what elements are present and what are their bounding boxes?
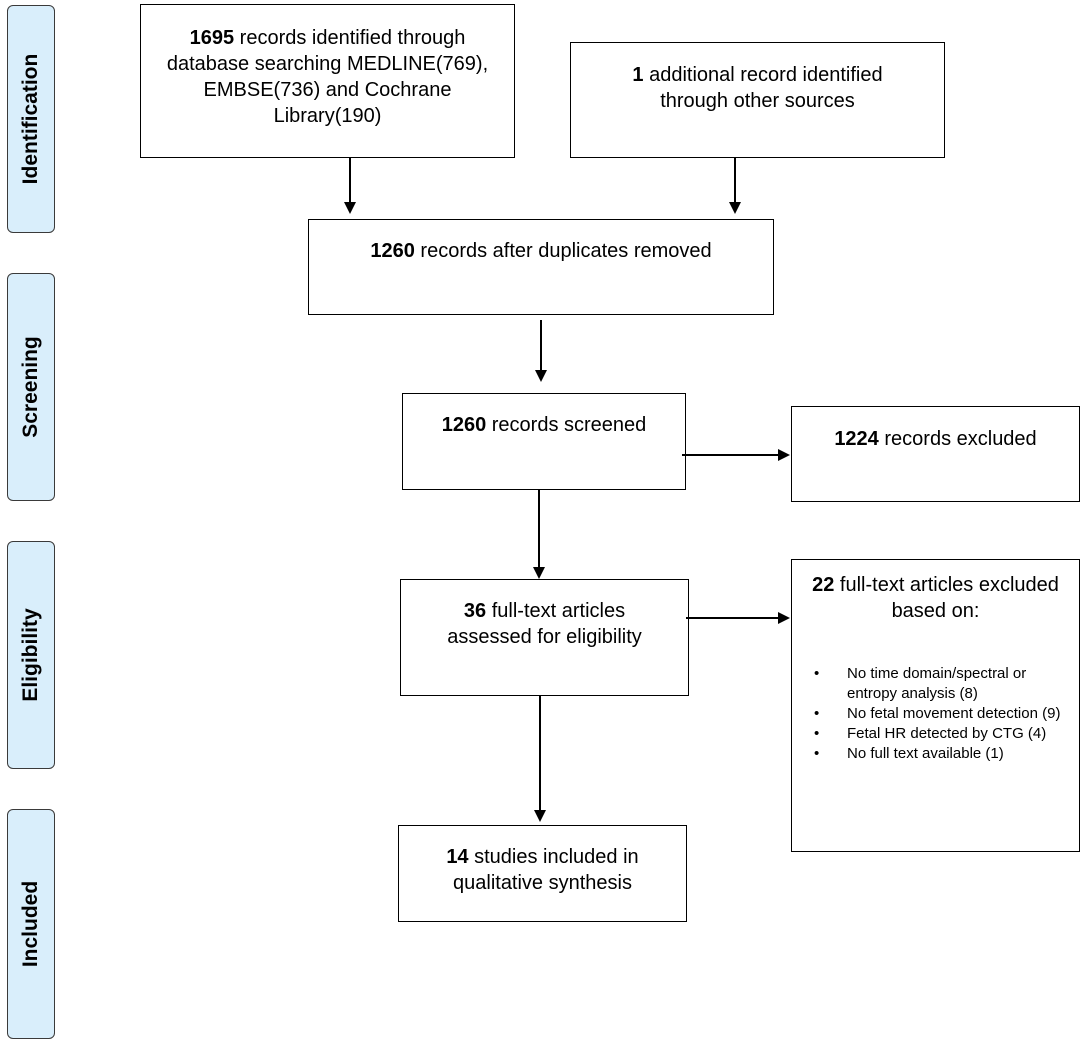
full-text-excluded-title: 22 full-text articles excluded based on: xyxy=(792,572,1079,624)
excluded-text: records excluded xyxy=(884,428,1037,450)
arrow-database-head xyxy=(344,202,356,214)
screened-text: records screened xyxy=(491,414,647,436)
full-text-excluded-text: full-text articles excluded based on: xyxy=(839,574,1059,622)
arrow-database-line xyxy=(349,158,351,202)
arrow-screened-excluded-head xyxy=(778,449,790,461)
full-text-count: 36 xyxy=(463,600,487,622)
box-after-duplicates: 1260 records after duplicates removed xyxy=(308,219,774,315)
exclusion-reasons-list: No time domain/spectral or entropy analy… xyxy=(792,664,1079,764)
arrow-screened-excluded-line xyxy=(682,454,778,456)
arrow-fulltext-included-head xyxy=(534,810,546,822)
arrow-screened-fulltext-head xyxy=(533,567,545,579)
other-sources-text: additional record identified through oth… xyxy=(649,64,883,112)
box-studies-included: 14 studies included in qualitative synth… xyxy=(398,825,687,922)
stage-identification: Identification xyxy=(7,5,55,233)
exclusion-reason: No fetal movement detection (9) xyxy=(792,704,1079,724)
exclusion-reason: Fetal HR detected by CTG (4) xyxy=(792,724,1079,744)
stage-screening-label: Screening xyxy=(19,336,42,438)
arrow-screened-fulltext-line xyxy=(538,490,540,568)
arrow-fulltext-excluded-head xyxy=(778,612,790,624)
after-duplicates-text: records after duplicates removed xyxy=(420,240,712,262)
database-text: records identified through database sear… xyxy=(166,27,489,127)
stage-included-label: Included xyxy=(19,880,42,968)
box-database-records: 1695 records identified through database… xyxy=(140,4,515,158)
included-text: studies included in qualitative synthesi… xyxy=(453,846,639,894)
box-full-text-excluded: 22 full-text articles excluded based on:… xyxy=(791,559,1080,852)
arrow-fulltext-excluded-line xyxy=(686,617,778,619)
after-duplicates-count: 1260 xyxy=(370,240,415,262)
stage-eligibility-label: Eligibility xyxy=(19,608,42,702)
box-full-text-assessed: 36 full-text articles assessed for eligi… xyxy=(400,579,689,696)
database-count: 1695 xyxy=(189,27,235,49)
arrow-fulltext-included-line xyxy=(539,696,541,810)
box-records-excluded: 1224 records excluded xyxy=(791,406,1080,502)
stage-eligibility: Eligibility xyxy=(7,541,55,769)
included-count: 14 xyxy=(446,846,469,868)
arrow-other-line xyxy=(734,158,736,202)
stage-included: Included xyxy=(7,809,55,1039)
box-records-screened: 1260 records screened xyxy=(402,393,686,490)
full-text-text: full-text articles assessed for eligibil… xyxy=(447,600,642,648)
full-text-excluded-count: 22 xyxy=(812,574,835,596)
exclusion-reason: No full text available (1) xyxy=(792,744,1079,764)
excluded-count: 1224 xyxy=(834,428,879,450)
arrow-other-head xyxy=(729,202,741,214)
other-sources-count: 1 xyxy=(632,64,644,86)
exclusion-reason: No time domain/spectral or entropy analy… xyxy=(792,664,1079,704)
stage-identification-label: Identification xyxy=(19,53,42,185)
screened-count: 1260 xyxy=(441,414,487,436)
box-other-sources: 1 additional record identified through o… xyxy=(570,42,945,158)
arrow-duplicates-screened-head xyxy=(535,370,547,382)
stage-screening: Screening xyxy=(7,273,55,501)
arrow-duplicates-screened-line xyxy=(540,320,542,370)
